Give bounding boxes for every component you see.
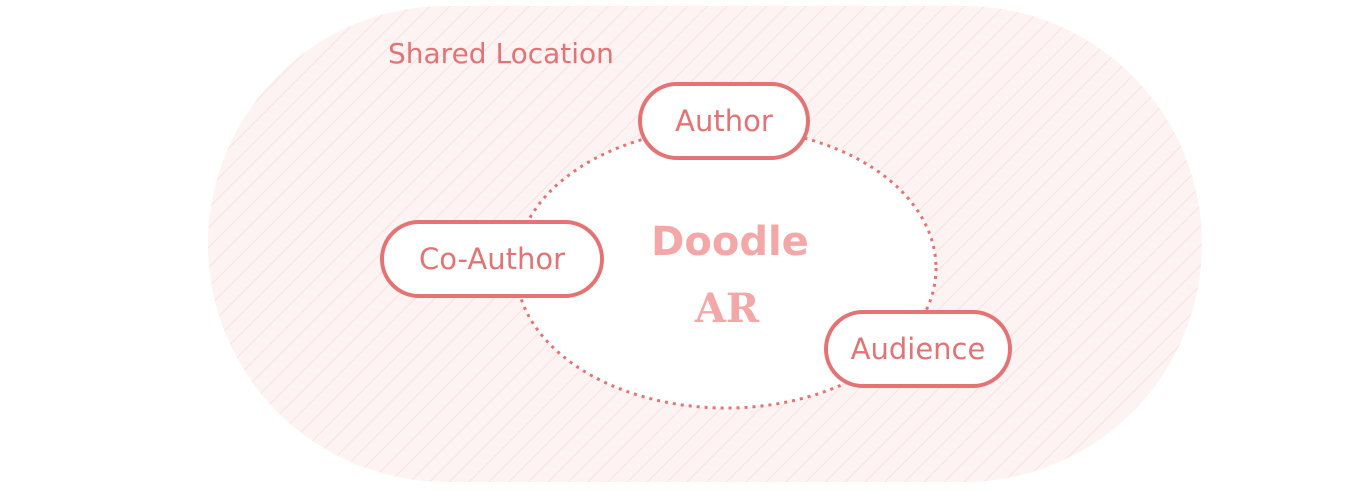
node-audience[interactable]: Audience: [824, 310, 1012, 388]
node-audience-label: Audience: [851, 332, 986, 366]
node-co-author[interactable]: Co-Author: [380, 220, 604, 298]
node-author-label: Author: [675, 104, 773, 138]
doodle-ar-subtitle: AR: [694, 285, 760, 332]
node-author-box: [638, 82, 810, 160]
node-audience-box: [824, 310, 1012, 388]
node-author[interactable]: Author: [638, 82, 810, 160]
doodle-ar-title: Doodle: [651, 219, 809, 265]
node-co-author-box: [380, 220, 604, 298]
shared-location-label: Shared Location: [388, 37, 614, 70]
node-co-author-label: Co-Author: [419, 242, 565, 276]
